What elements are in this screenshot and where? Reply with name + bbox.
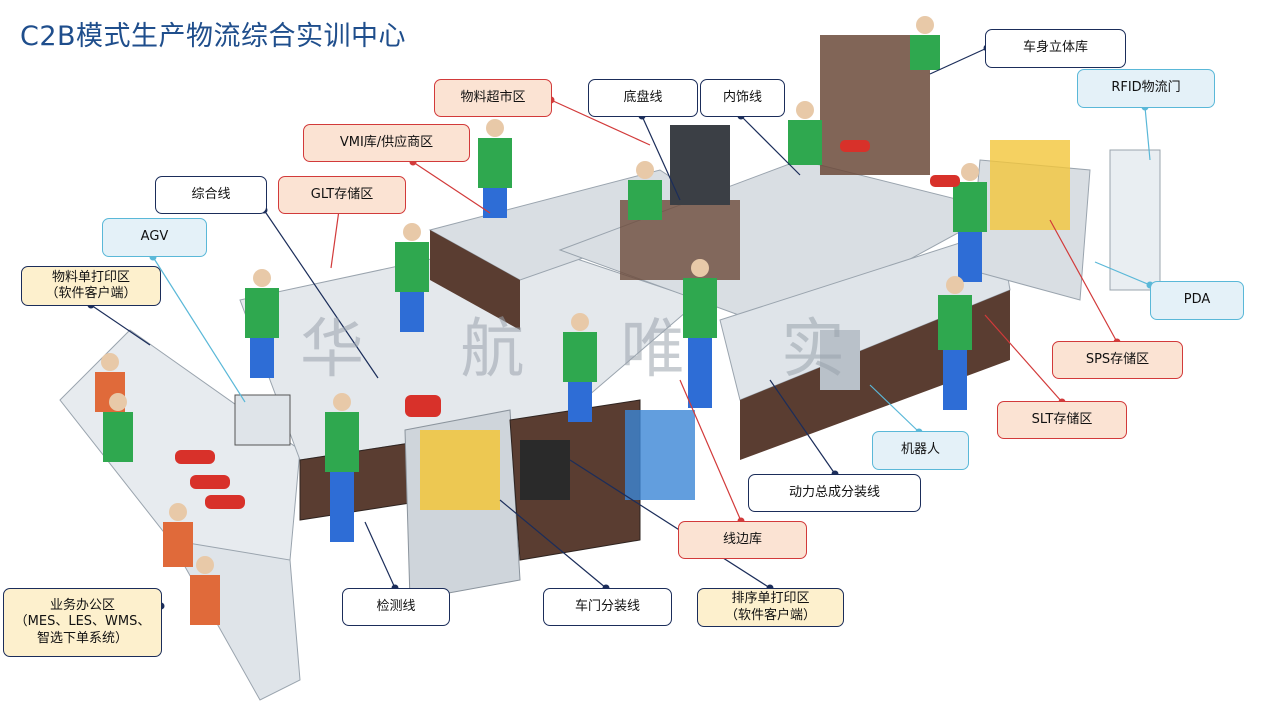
label-door-line: 车门分装线: [543, 588, 672, 626]
label-pda: PDA: [1150, 281, 1244, 320]
label-inspection-line: 检测线: [342, 588, 450, 626]
label-material-print: 物料单打印区 （软件客户端）: [21, 266, 161, 306]
label-glt-storage: GLT存储区: [278, 176, 406, 214]
watermark: 华 航 唯 实: [300, 313, 884, 387]
label-lineside-store: 线边库: [678, 521, 807, 559]
storage-racks: [234, 35, 1161, 510]
label-sequence-print: 排序单打印区 （软件客户端）: [697, 588, 844, 627]
workers: [95, 16, 987, 625]
label-interior-line: 内饰线: [700, 79, 785, 117]
label-material-supermarket: 物料超市区: [434, 79, 552, 117]
page-title: C2B模式生产物流综合实训中心: [20, 21, 407, 52]
car-models: [175, 140, 960, 509]
label-powertrain-line: 动力总成分装线: [748, 474, 921, 512]
label-sps-storage: SPS存储区: [1052, 341, 1183, 379]
label-office: 业务办公区 （MES、LES、WMS、 智选下单系统）: [3, 588, 162, 657]
label-slt-storage: SLT存储区: [997, 401, 1127, 439]
label-vmi: VMI库/供应商区: [303, 124, 470, 162]
label-agv: AGV: [102, 218, 207, 257]
leader-lines: [90, 47, 1151, 589]
label-rfid-gate: RFID物流门: [1077, 69, 1215, 108]
label-body-warehouse: 车身立体库: [985, 29, 1126, 68]
label-integration-line: 综合线: [155, 176, 267, 214]
label-chassis-line: 底盘线: [588, 79, 698, 117]
label-robot: 机器人: [872, 431, 969, 470]
